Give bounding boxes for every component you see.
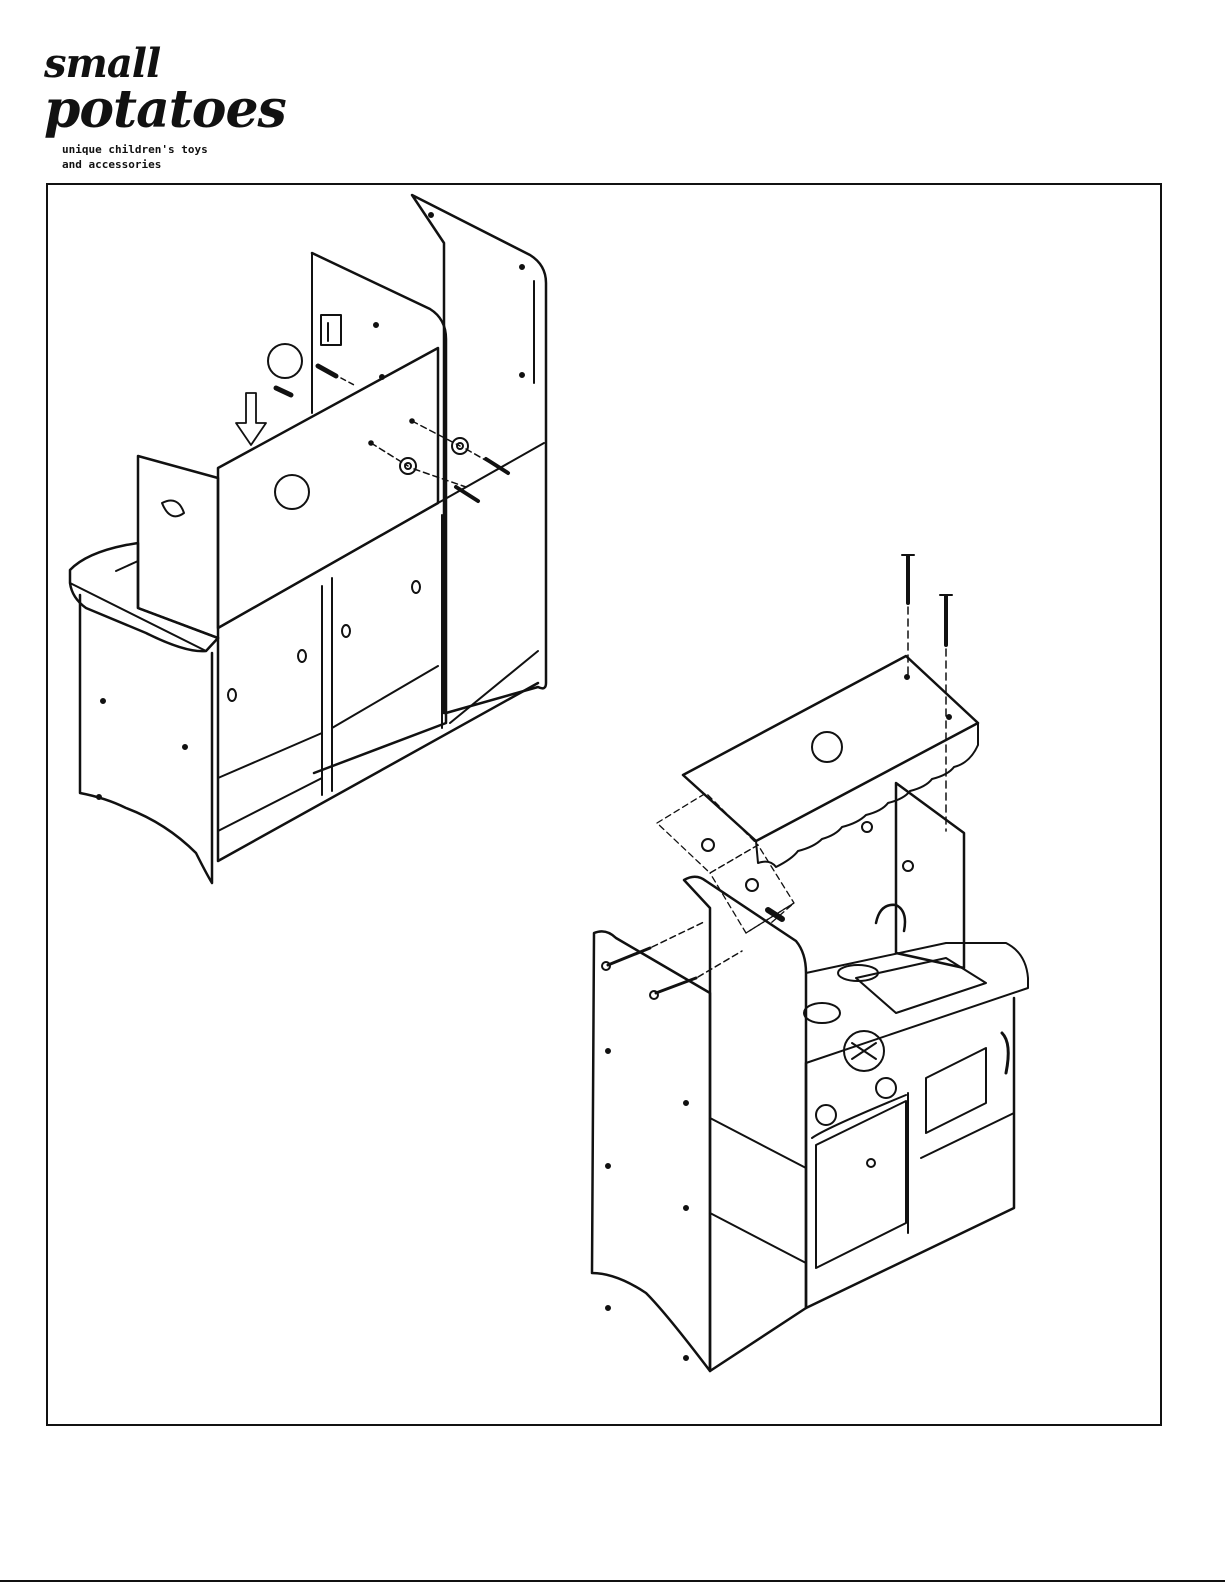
assembly-step-2-drawing	[592, 555, 1028, 1371]
down-arrow-icon	[236, 393, 266, 445]
assembly-step-1-drawing	[70, 195, 546, 883]
logo-tagline-1: unique children's toys	[62, 143, 208, 156]
bottom-rule	[0, 1580, 1225, 1582]
brand-logo: small potatoes unique children's toys an…	[44, 42, 264, 182]
logo-tagline-2: and accessories	[62, 158, 161, 171]
logo-word-potatoes: potatoes	[44, 82, 286, 138]
assembly-drawings	[46, 183, 1162, 1426]
bracket-icon	[321, 315, 341, 345]
